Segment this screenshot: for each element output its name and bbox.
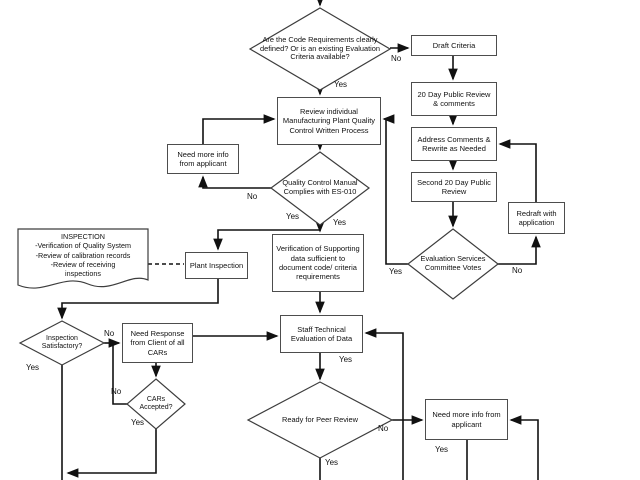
label-d1-no: No (391, 54, 402, 63)
second-review-box: Second 20 Day Public Review (411, 172, 497, 202)
label-r7-yes: Yes (435, 445, 449, 454)
label-d3-no: No (512, 266, 523, 275)
code-requirements-label: Are the Code Requirements clearly define… (260, 34, 380, 62)
cars-accepted-diamond (126, 378, 186, 430)
label-d1-yes: Yes (334, 80, 348, 89)
edge-plant-inspection-to-satisfactory (57, 279, 219, 320)
edge-cars-no-loop (112, 343, 128, 405)
edge-cars-yes-down-left (66, 429, 157, 478)
label-d6-no: No (378, 424, 389, 433)
need-info-1-box: Need more info from applicant (167, 144, 239, 174)
label-d2-yes-left: Yes (286, 212, 300, 221)
committee-votes-label: Evaluation Services Committee Votes (420, 254, 486, 272)
label-d5-no: No (111, 387, 122, 396)
label-d4-yes: Yes (26, 363, 40, 372)
committee-votes-diamond (407, 228, 499, 300)
label-d4-no: No (104, 329, 115, 338)
edge-qc-no-to-need-info-1 (198, 175, 271, 189)
label-d2-yes-right: Yes (333, 218, 347, 227)
inspection-note-text: INSPECTION -Verification of Quality Syst… (35, 232, 131, 279)
redraft-box: Redraft with application (508, 202, 565, 234)
label-d3-yes: Yes (389, 267, 403, 276)
inspection-note-document-shape (17, 228, 149, 289)
label-staff-yes: Yes (339, 355, 353, 364)
public-review-box: 20 Day Public Review & comments (411, 82, 497, 116)
plant-inspection-box: Plant Inspection (185, 252, 248, 279)
peer-review-diamond (246, 381, 394, 459)
inspection-satisfactory-diamond (18, 320, 106, 366)
edge-need-info-1-to-review-plant (202, 114, 276, 144)
need-response-box: Need Response from Client of all CARs (122, 323, 193, 363)
edge-bottom-loop-to-staff (364, 328, 404, 480)
diamonds (18, 7, 499, 459)
need-info-2-box: Need more info from applicant (425, 399, 508, 440)
verification-box: Verification of Supporting data sufficie… (272, 234, 364, 292)
peer-review-label: Ready for Peer Review (282, 414, 358, 424)
staff-evaluation-box: Staff Technical Evaluation of Data (280, 315, 363, 353)
edge-redraft-to-address (498, 139, 537, 202)
edge-committee-yes-to-review-plant (382, 114, 408, 265)
edge-bottom-loop-to-need-info-2 (509, 415, 539, 480)
edges (57, 0, 541, 480)
edge-committee-no-to-redraft (498, 235, 541, 265)
label-d6-yes: Yes (325, 458, 339, 467)
qc-manual-label: Quality Control Manual Complies with ES-… (282, 178, 358, 196)
inspection-satisfactory-label: Inspection Satisfactory? (41, 334, 83, 350)
review-plant-box: Review individual Manufacturing Plant Qu… (277, 97, 381, 145)
qc-manual-diamond (269, 151, 371, 226)
code-requirements-diamond (248, 7, 392, 91)
label-d2-no: No (247, 192, 258, 201)
edge-qc-yes-to-plant-inspection (213, 229, 320, 251)
label-d5-yes: Yes (131, 418, 145, 427)
draft-criteria-box: Draft Criteria (411, 35, 497, 56)
address-comments-box: Address Comments & Rewrite as Needed (411, 127, 497, 161)
cars-accepted-label: CARs Accepted? (139, 395, 173, 411)
